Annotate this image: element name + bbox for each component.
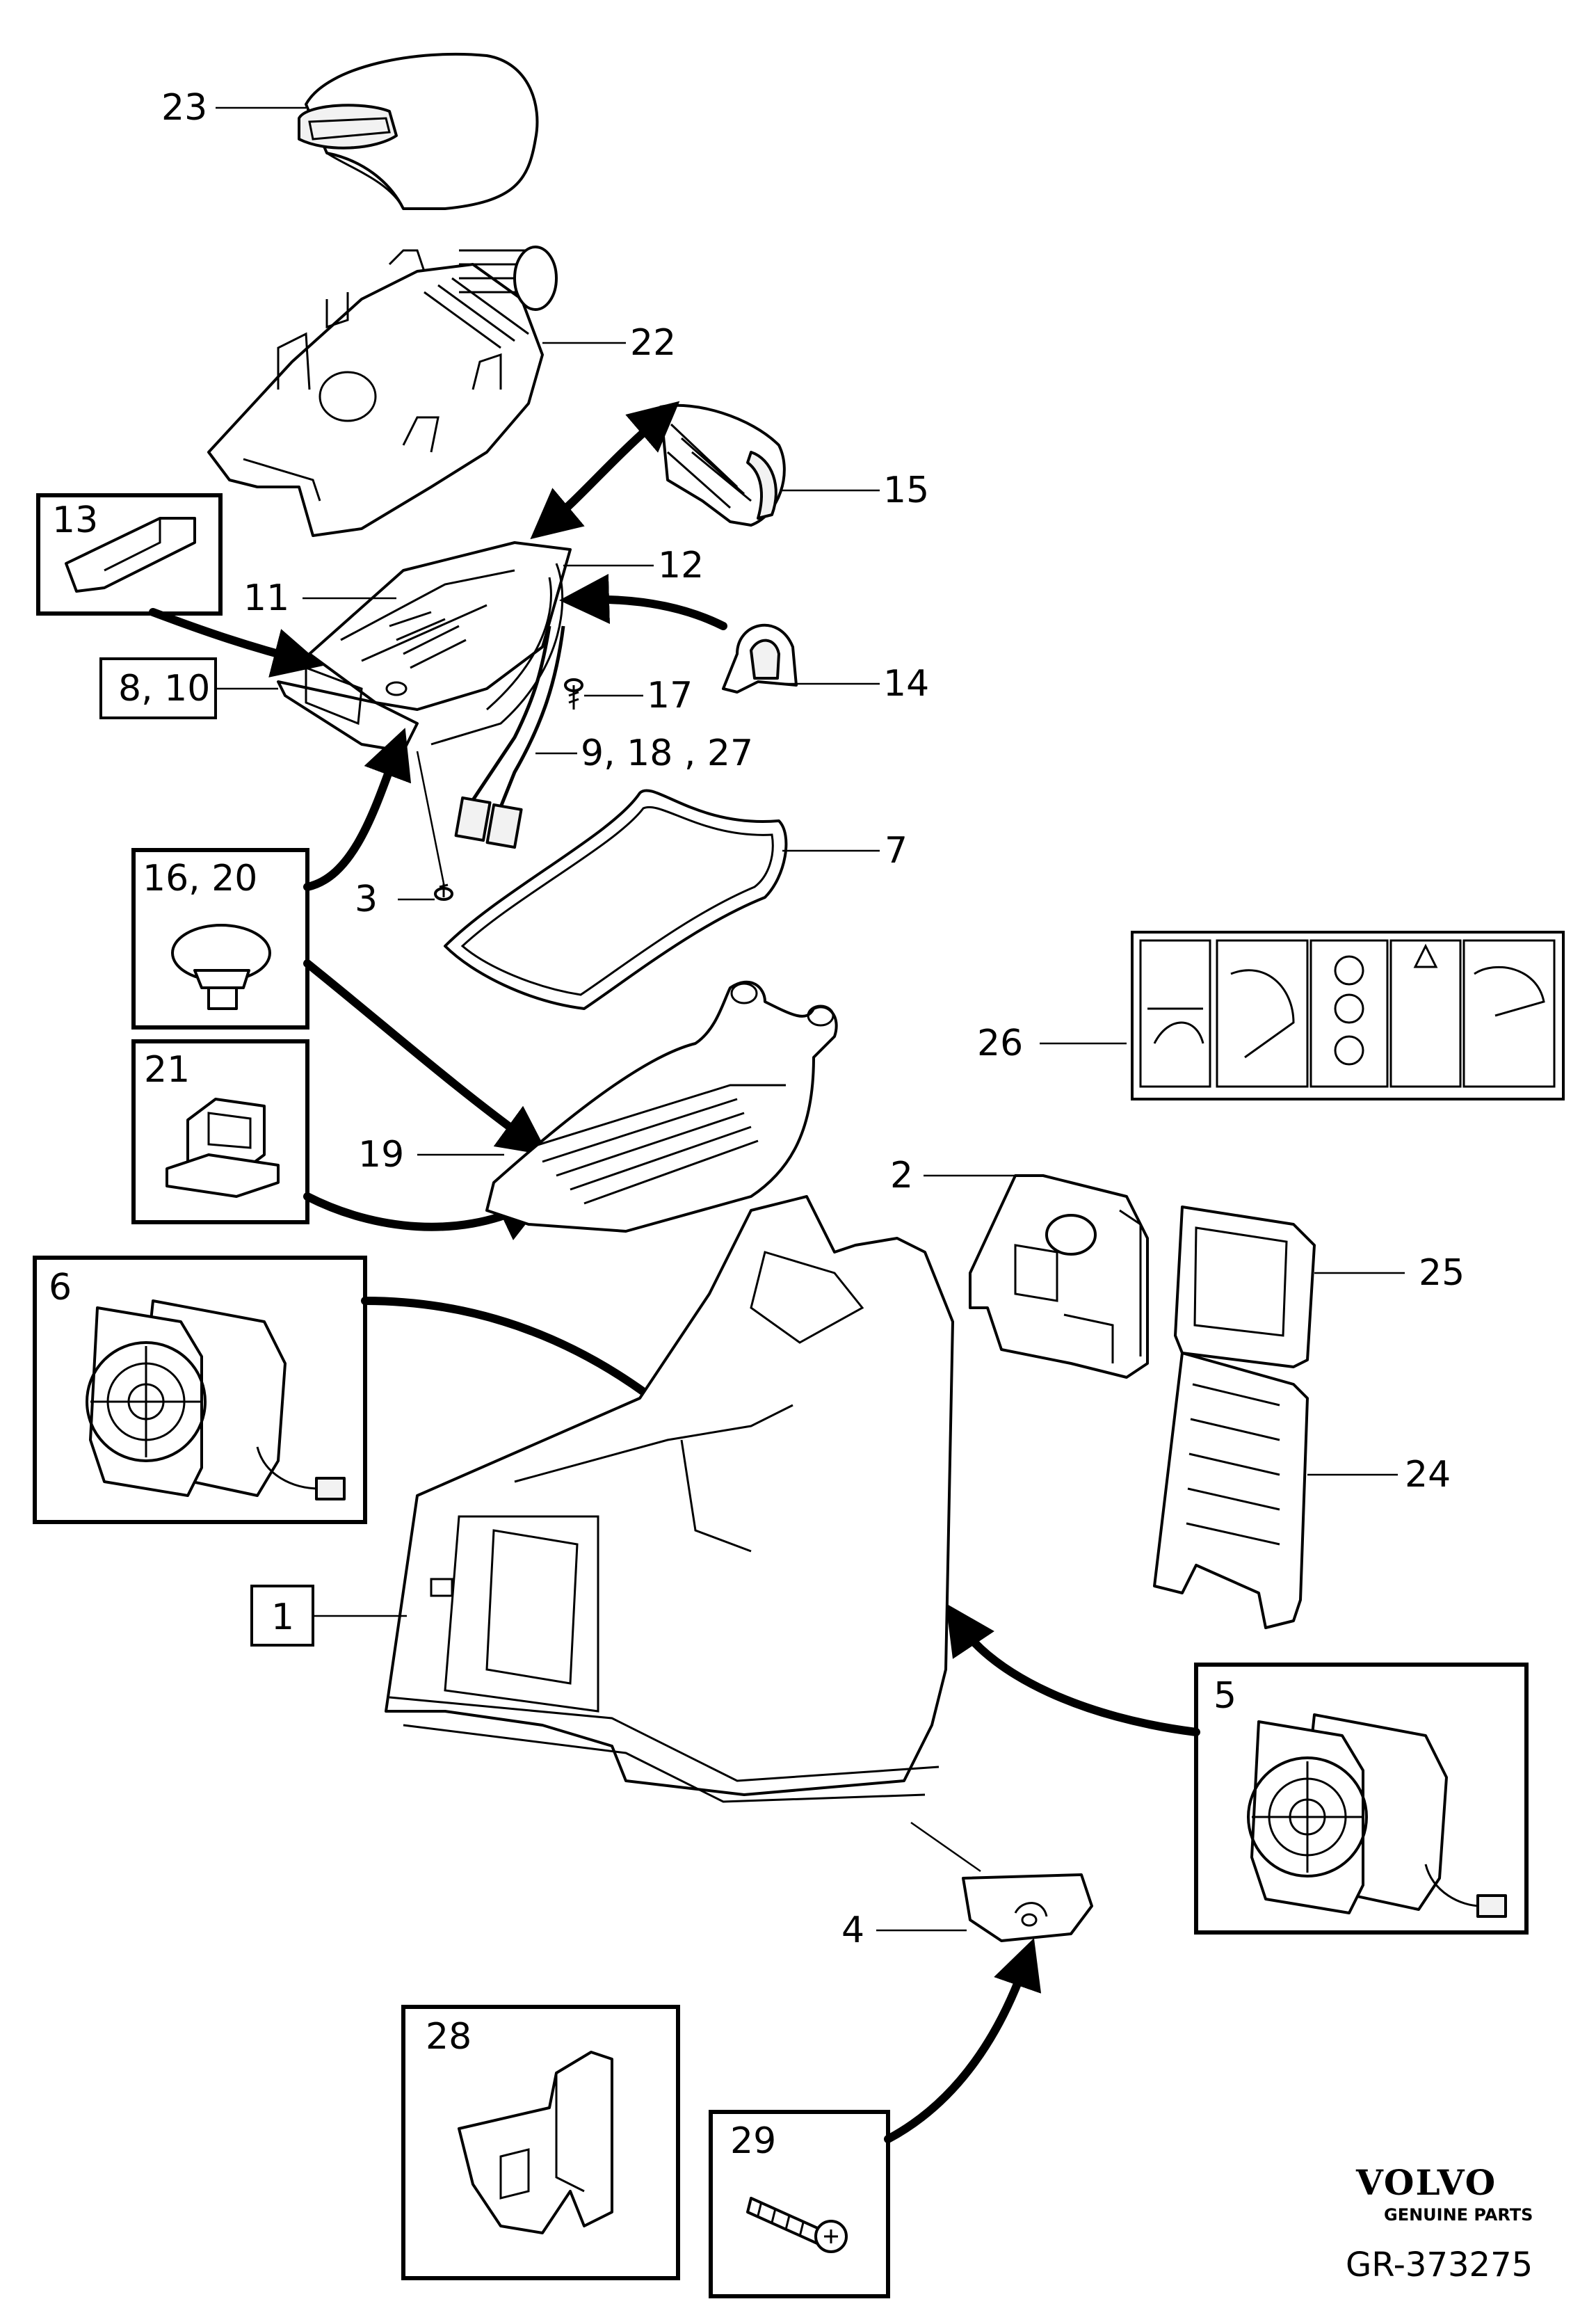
label-26: 26 (977, 1023, 1023, 1064)
gasket-7-icon (444, 789, 788, 1010)
box-8-10 (99, 657, 217, 719)
bracket-28-icon (458, 2051, 613, 2234)
warning-label-icon (1131, 931, 1565, 1100)
mat-24-icon (1153, 1352, 1309, 1629)
label-5: 5 (1214, 1675, 1236, 1717)
label-2: 2 (890, 1155, 913, 1196)
label-14: 14 (883, 663, 929, 705)
label-25: 25 (1419, 1252, 1465, 1294)
frame-25-icon (1174, 1206, 1316, 1368)
box-1 (250, 1585, 314, 1647)
clip-21-icon (166, 1098, 280, 1198)
label-13: 13 (52, 499, 98, 541)
label-3: 3 (355, 879, 378, 920)
label-29: 29 (730, 2120, 776, 2162)
box-29 (709, 2110, 890, 2298)
bracket-2-icon (969, 1174, 1149, 1379)
label-12: 12 (658, 545, 704, 586)
cover-15-icon (659, 403, 786, 527)
label-17: 17 (647, 675, 693, 716)
screw-3-icon (434, 883, 453, 901)
clip-4-icon (962, 1873, 1093, 1942)
clip-13-icon (65, 517, 196, 593)
label-21: 21 (144, 1049, 190, 1091)
wiring-harness-icon (454, 625, 565, 849)
label-16-20: 16, 20 (143, 858, 257, 899)
label-19: 19 (358, 1134, 404, 1176)
label-23: 23 (161, 87, 207, 129)
label-15: 15 (883, 470, 929, 511)
label-11: 11 (243, 577, 289, 619)
label-9-18-27: 9, 18 , 27 (581, 732, 753, 774)
brand-tagline: GENUINE PARTS (1384, 2205, 1533, 2225)
reference-number: GR-373275 (1346, 2245, 1533, 2284)
brand-name: VOLVO (1355, 2162, 1497, 2203)
armrest-frame-icon (207, 246, 558, 537)
label-22: 22 (630, 322, 676, 364)
console-1-icon (385, 1195, 954, 1803)
label-7: 7 (885, 830, 908, 872)
label-6: 6 (49, 1267, 72, 1308)
label-24: 24 (1405, 1454, 1451, 1496)
bracket-14-icon (722, 623, 798, 694)
label-28: 28 (426, 2016, 471, 2058)
fan-6-icon (86, 1299, 346, 1500)
label-1: 1 (271, 1596, 294, 1638)
armrest-lid-icon (298, 52, 539, 210)
tray-19-icon (485, 980, 838, 1233)
label-8-10: 8, 10 (118, 668, 210, 710)
screw-29-icon (746, 2197, 848, 2253)
label-4: 4 (841, 1909, 864, 1951)
push-rivet-icon (171, 924, 271, 1010)
screw-17-icon (564, 678, 583, 710)
fan-5-icon (1247, 1713, 1507, 1918)
armrest-base-icon (277, 541, 572, 753)
